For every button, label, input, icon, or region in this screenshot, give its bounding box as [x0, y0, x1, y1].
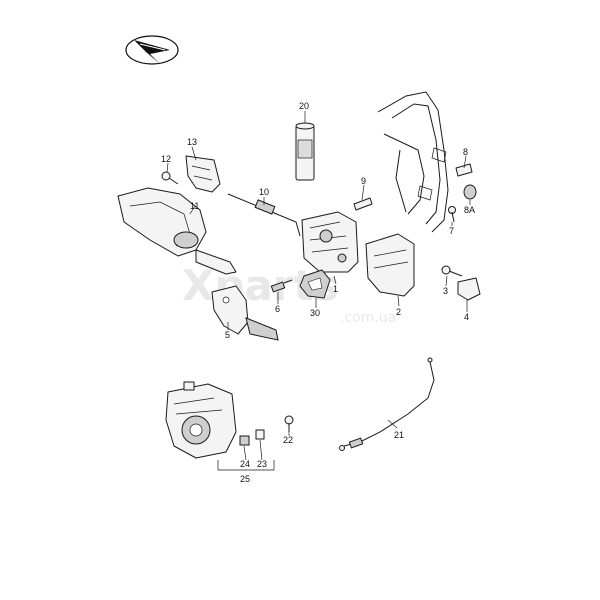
callout-21: 21: [394, 430, 404, 440]
callout-2: 2: [396, 307, 401, 317]
screw-22: [284, 415, 294, 432]
seal-30: [299, 269, 331, 299]
car-body-outline: [377, 91, 449, 233]
clip-6: [270, 279, 293, 293]
callout-7: 7: [449, 226, 454, 236]
callout-3: 3: [443, 286, 448, 296]
lever-bracket: [211, 285, 279, 341]
watermark-domain: .com.ua: [340, 310, 396, 326]
callout-24: 24: [240, 459, 250, 469]
callout-5: 5: [225, 330, 230, 340]
leader-lines: [166, 111, 471, 471]
callout-8: 8: [463, 147, 468, 157]
grommet-8a: [463, 184, 477, 200]
bracket-part: [185, 155, 221, 193]
door-lock: [301, 211, 359, 273]
plug-24: [239, 435, 250, 446]
callout-13: 13: [187, 137, 197, 147]
callout-11: 11: [190, 201, 199, 211]
spray-can: [295, 112, 315, 181]
callout-9: 9: [361, 176, 366, 186]
callout-6: 6: [275, 304, 280, 314]
callout-30: 30: [310, 308, 320, 318]
insert-23: [255, 429, 265, 440]
bowden-cable: [339, 357, 435, 451]
screw-12: [161, 171, 179, 185]
pad-8: [455, 163, 473, 177]
bolt-3: [441, 265, 463, 277]
callout-4: 4: [464, 312, 469, 322]
callout-1: 1: [333, 284, 338, 294]
callout-12: 12: [161, 154, 171, 164]
interior-handle: [117, 187, 237, 275]
actuator-unit: [165, 381, 237, 459]
callout-25: 25: [240, 474, 250, 484]
callout-labels: 20 13 12 11 10 9 8 8A 7 1 2 3 4 5 6 30 2…: [161, 101, 475, 484]
callout-22: 22: [283, 435, 293, 445]
cap-4: [457, 277, 481, 301]
pin-9: [353, 197, 373, 211]
logo-icon: [125, 35, 179, 65]
callout-8a: 8A: [464, 205, 475, 215]
callout-20: 20: [299, 101, 309, 111]
screw-7: [448, 206, 456, 223]
lock-cover: [365, 233, 415, 297]
callout-10: 10: [259, 187, 269, 197]
actuating-rod: [227, 193, 301, 237]
callout-23: 23: [257, 459, 267, 469]
